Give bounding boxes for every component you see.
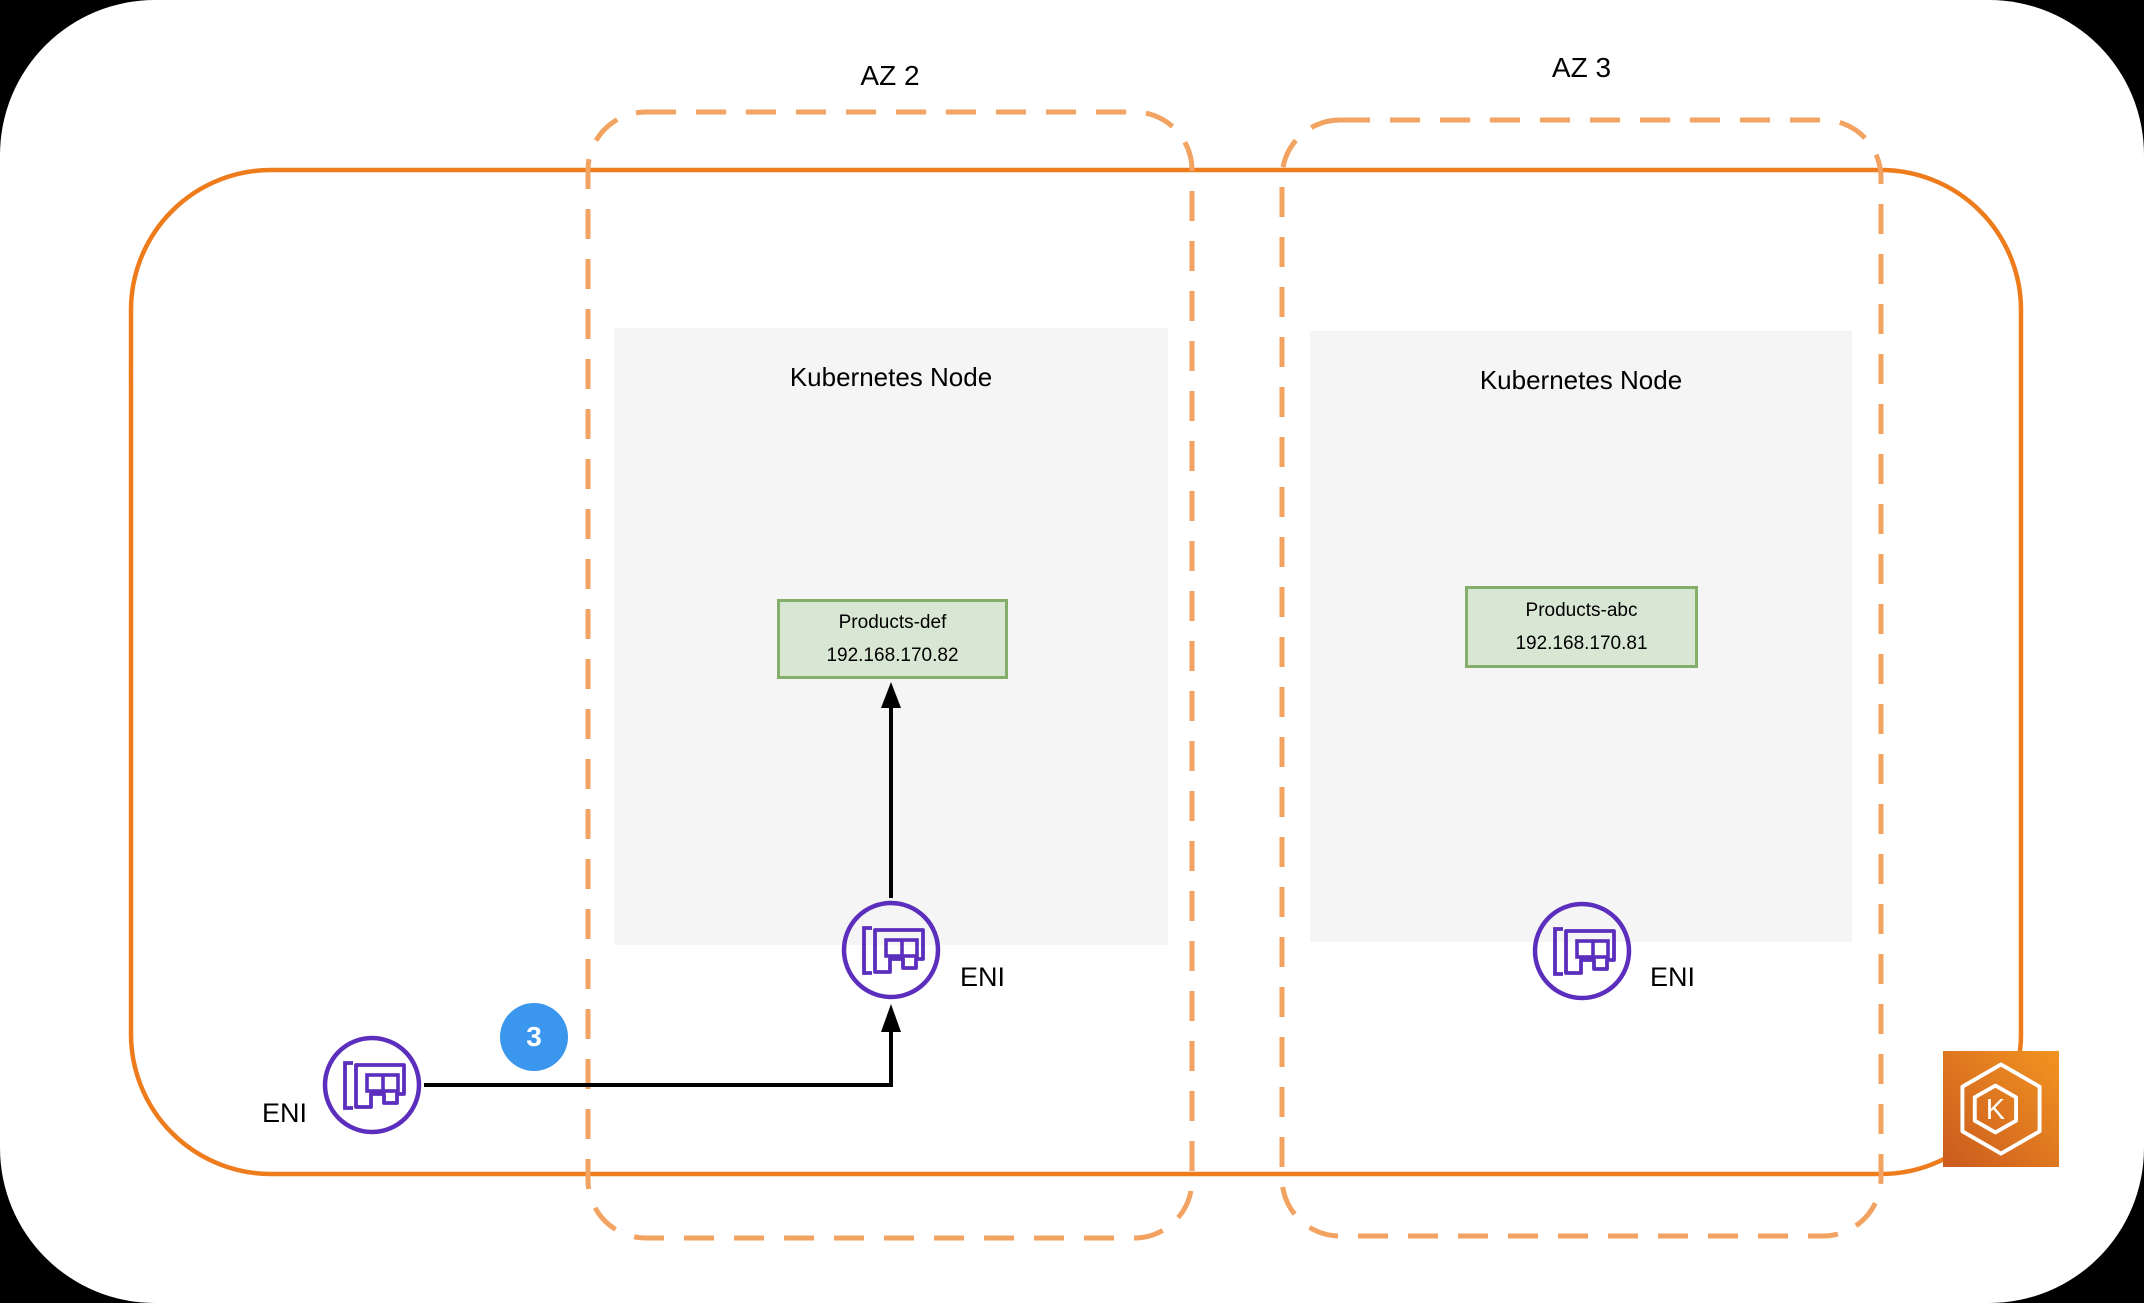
eni-icon [1532,901,1632,1001]
pod-products-def: Products-def 192.168.170.82 [777,599,1008,679]
eni-card-glyph [873,928,925,974]
eks-icon: K [1943,1051,2059,1167]
eni-circle [1532,901,1632,1001]
pod-products-abc: Products-abc 192.168.170.81 [1465,586,1698,668]
kubernetes-node-2-title: Kubernetes Node [1479,365,1683,395]
eni-icon [322,1035,422,1135]
pod-name: Products-abc [1525,599,1638,621]
external-eni-label: ENI [262,1098,308,1128]
eks-inner-hexagon [1972,1083,2019,1135]
pod-ip: 192.168.170.82 [826,644,959,666]
kubernetes-node-1-title: Kubernetes Node [789,362,993,392]
eni-bracket-glyph [1553,927,1563,976]
eni-card-glyph [354,1063,406,1109]
eks-k-letter: K [1986,1094,2006,1126]
eni-circle [841,900,941,1000]
eks-outer-hexagon [1960,1062,2042,1156]
pod-name: Products-def [838,611,947,633]
eni-circle [322,1035,422,1135]
node2-eni-label: ENI [1650,962,1696,992]
az3-label: AZ 3 [1551,52,1612,83]
eni-card-glyph [1564,929,1616,975]
eni-bracket-glyph [343,1061,353,1110]
eni-icon [841,900,941,1000]
external-eni-to-node-eni-arrow [424,1032,893,1087]
arrowhead-up-1 [881,1004,901,1032]
node1-eni-label: ENI [960,962,1006,992]
az2-label: AZ 2 [860,60,920,91]
eni-bracket-glyph [862,926,872,975]
step-3-badge: 3 [500,1003,568,1071]
pod-ip: 192.168.170.81 [1515,632,1648,654]
